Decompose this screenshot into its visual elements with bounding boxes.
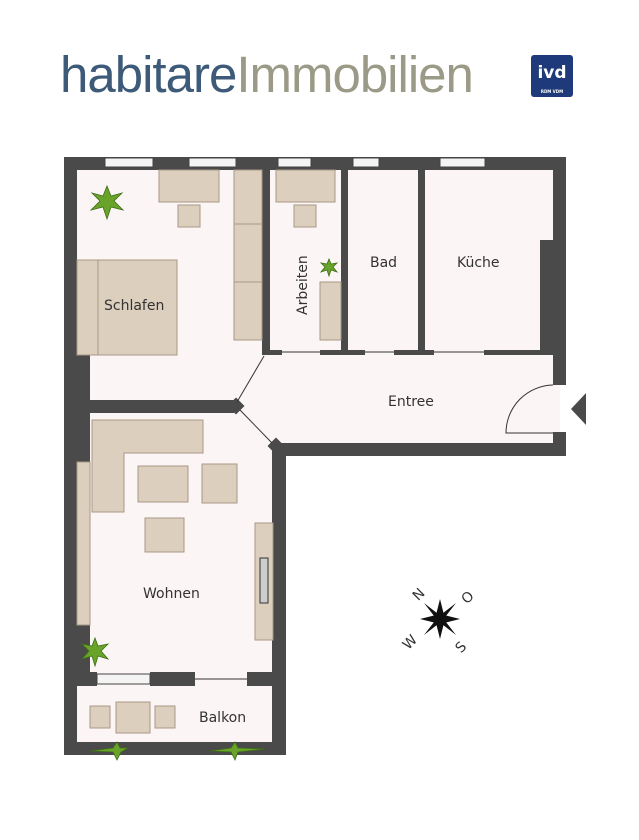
plants bbox=[80, 184, 339, 761]
entrance-door bbox=[505, 384, 554, 434]
room-label-schlafen: Schlafen bbox=[104, 298, 164, 314]
plant-icon bbox=[80, 636, 110, 668]
plant-icon bbox=[319, 257, 339, 278]
plant-icon bbox=[209, 741, 266, 761]
entrance-arrow-icon bbox=[571, 393, 586, 425]
room-label-balkon: Balkon bbox=[199, 710, 246, 726]
compass-w: W bbox=[400, 632, 421, 653]
plant-icon bbox=[89, 184, 125, 221]
compass-n: N bbox=[410, 585, 429, 604]
ivd-subtext: RDM VDM bbox=[540, 89, 564, 94]
room-label-bad: Bad bbox=[370, 255, 397, 271]
compass-o: O bbox=[459, 588, 478, 607]
compass-s: S bbox=[453, 639, 471, 657]
compass-rose-icon bbox=[420, 599, 460, 639]
room-label-kueche: Küche bbox=[457, 255, 500, 271]
room-label-wohnen: Wohnen bbox=[143, 586, 200, 602]
plant-icon bbox=[89, 741, 130, 761]
logo-immobilien: Immobilien bbox=[236, 45, 474, 103]
logo-habitare: habitare bbox=[60, 45, 237, 103]
room-label-entree: Entree bbox=[388, 394, 434, 410]
floors bbox=[70, 165, 560, 750]
ivd-text: ivd bbox=[537, 63, 567, 83]
furniture bbox=[76, 169, 342, 734]
windows bbox=[96, 157, 486, 685]
room-label-arbeiten: Arbeiten bbox=[295, 255, 311, 315]
